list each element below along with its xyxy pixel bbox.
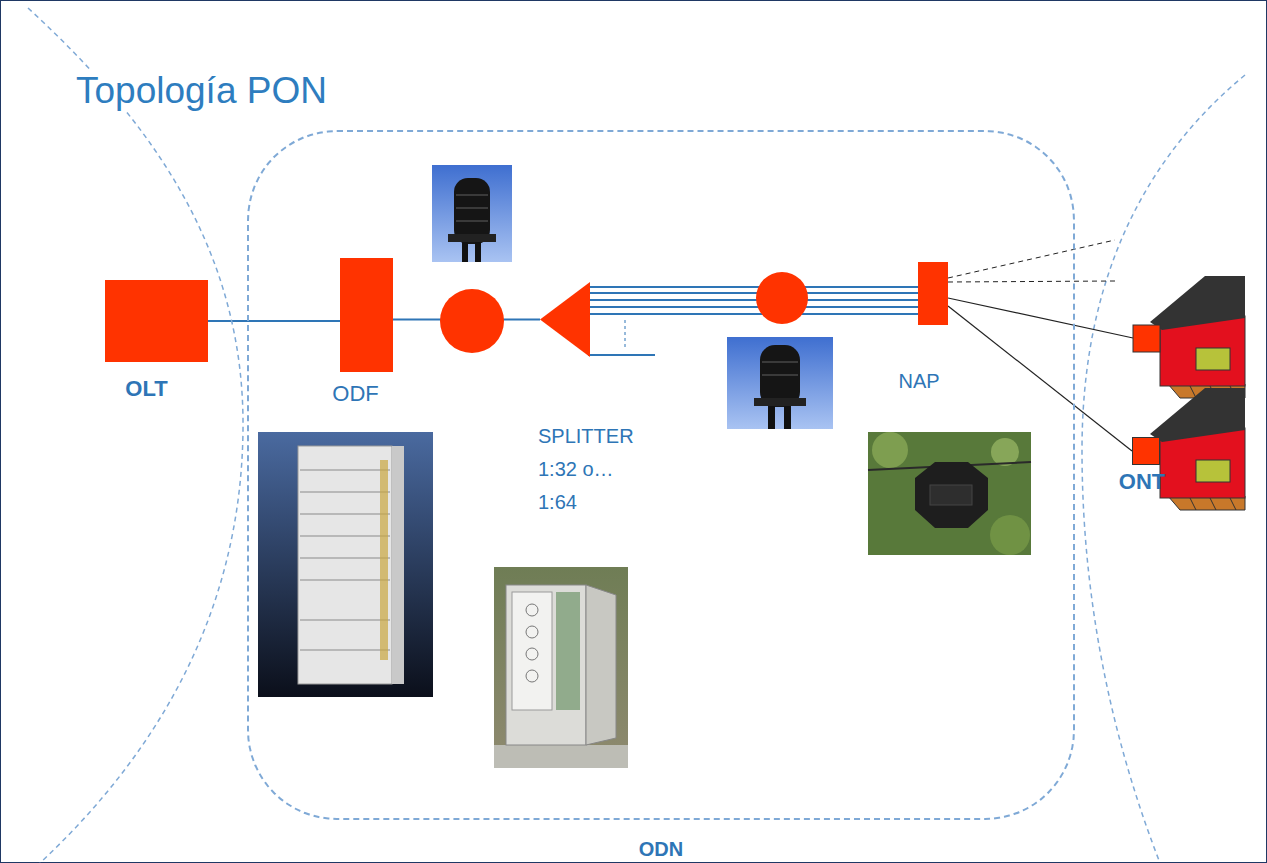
photo-ground	[258, 432, 433, 697]
closure-photo	[432, 165, 512, 262]
photo-ground	[494, 567, 628, 768]
drop-lines	[948, 240, 1133, 338]
rack-photo	[258, 432, 433, 697]
closure-rib	[456, 194, 488, 196]
node-label: OLT	[125, 376, 167, 402]
node-label: NAP	[898, 370, 939, 393]
ellipsis-mark	[625, 320, 626, 348]
region-outline	[28, 8, 243, 863]
house-window	[1196, 348, 1230, 370]
spool	[526, 648, 538, 660]
odn-region: ODNODFSPLITTER 1:32 o… 1:64NAP	[247, 130, 1075, 820]
closure-photo	[727, 337, 833, 429]
deck-plank	[1190, 386, 1196, 398]
splitter-shape	[540, 282, 590, 357]
house-roof	[1150, 388, 1245, 442]
closure-clamp	[754, 398, 806, 406]
house-roof	[1150, 276, 1245, 330]
fiber-line	[590, 306, 918, 308]
closure-cable	[768, 406, 775, 429]
nap-box: NAP	[918, 262, 948, 325]
foliage	[990, 515, 1030, 555]
cabinet-panel	[512, 592, 552, 710]
rack-shelves	[300, 470, 390, 650]
ont-box	[1133, 325, 1160, 352]
closure-cable	[475, 242, 481, 262]
node-label: ONT	[1119, 469, 1165, 495]
drop-line	[948, 298, 1133, 338]
splitter-shape	[540, 282, 590, 357]
deck-plank	[1210, 498, 1216, 510]
closure-rib	[456, 220, 488, 222]
rack-cables	[380, 460, 388, 660]
closure-dome	[760, 345, 800, 407]
nap-box	[915, 462, 988, 528]
foliage	[872, 432, 908, 468]
deck-plank	[1190, 498, 1196, 510]
closure-rib	[762, 361, 798, 363]
cabinet-panel	[556, 592, 580, 710]
region-outline	[1082, 75, 1245, 863]
fiber-line	[590, 313, 918, 315]
closure-rib	[762, 374, 798, 376]
fiber-line	[588, 354, 655, 356]
fiber-link	[208, 320, 340, 322]
photo-ground	[868, 432, 1031, 555]
spool	[526, 604, 538, 616]
diagram-title: Topología PON	[72, 70, 331, 112]
splice-closure	[440, 289, 504, 353]
photo-ground	[727, 337, 833, 429]
spool	[526, 626, 538, 638]
rack-cabinet	[298, 446, 392, 684]
closure-rib	[456, 207, 488, 209]
nap-lid	[930, 485, 972, 505]
spool	[526, 670, 538, 682]
fiber-line	[590, 286, 918, 288]
concrete-base	[494, 745, 628, 768]
closure-cable	[462, 242, 468, 262]
house-window	[1196, 460, 1230, 482]
fiber-link	[948, 306, 1132, 451]
drop-line	[948, 240, 1115, 278]
nap-photo	[868, 432, 1031, 555]
fiber-line	[590, 292, 918, 294]
closure-cable	[784, 406, 791, 429]
cabinet-photo	[494, 567, 628, 768]
fiber-link	[590, 299, 918, 301]
node-label: ODF	[332, 381, 378, 407]
splitter-triangle: SPLITTER 1:32 o… 1:64	[540, 282, 590, 357]
node-label: SPLITTER 1:32 o… 1:64	[538, 420, 634, 519]
drop-line	[948, 281, 1115, 282]
cabinet-body	[506, 585, 586, 745]
odf-box: ODF	[340, 258, 393, 372]
rack-side	[392, 446, 404, 684]
photo-ground	[432, 165, 512, 262]
node-label: ODN	[639, 838, 683, 861]
closure-clamp	[448, 234, 496, 242]
house	[1133, 276, 1245, 398]
cabinet-door	[586, 585, 616, 745]
deck-plank	[1230, 498, 1236, 510]
olt-box: OLT	[105, 280, 208, 362]
ont-box: ONT	[1132, 437, 1160, 465]
splice-closure	[756, 272, 808, 324]
